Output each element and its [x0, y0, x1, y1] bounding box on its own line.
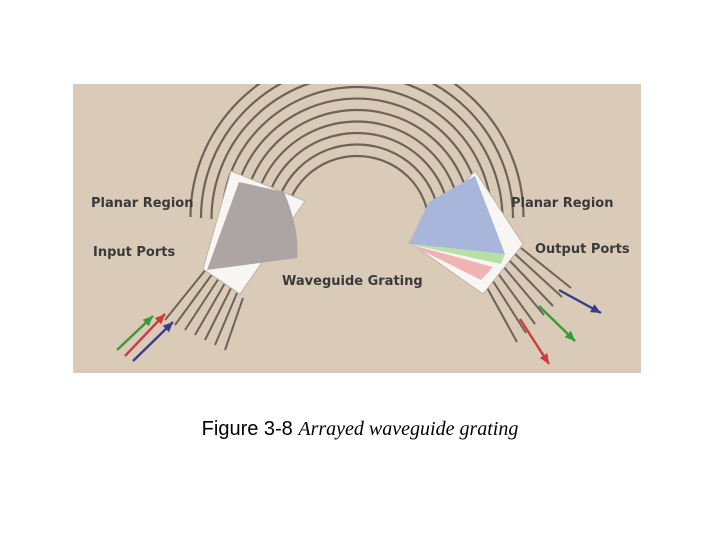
label-planar-region-right: Planar Region: [511, 196, 614, 211]
waveguide-arc: [231, 97, 483, 222]
input-arrows: [116, 313, 174, 362]
figure-caption: Figure 3-8 Arrayed waveguide grating: [0, 418, 720, 441]
input-port-line: [204, 287, 232, 341]
input-port-lines: [164, 267, 244, 351]
label-waveguide-grating: Waveguide Grating: [282, 274, 423, 289]
input-port-line: [194, 282, 226, 336]
left-slab-fan: [207, 182, 298, 270]
waveguide-array: [189, 84, 525, 227]
label-output-ports: Output Ports: [535, 242, 630, 257]
waveguide-arc: [273, 143, 441, 226]
waveguide-arc: [220, 85, 494, 221]
waveguide-arc: [262, 131, 452, 225]
right-planar-region: [408, 170, 524, 295]
waveguide-arc: [199, 84, 515, 219]
left-planar-region: [202, 170, 306, 295]
right-slab-red-beam: [409, 244, 493, 280]
output-port-line: [514, 253, 563, 298]
awg-diagram: Planar Region Input Ports Waveguide Grat…: [73, 84, 641, 373]
diagram-background: [73, 84, 641, 373]
output-port-line: [490, 277, 527, 334]
green-output-arrow-head: [564, 330, 575, 341]
blue-input-arrow-head: [162, 322, 173, 333]
input-port-line: [164, 267, 208, 321]
right-slab-fan: [409, 176, 505, 254]
output-port-line: [484, 283, 518, 343]
waveguide-arc: [241, 108, 473, 223]
red-output-arrow-head: [539, 353, 549, 364]
output-port-line: [496, 271, 536, 325]
waveguide-arc: [189, 84, 525, 218]
input-port-line: [174, 272, 214, 326]
right-slab-green-beam: [409, 244, 505, 264]
green-input-arrow-head: [142, 316, 153, 327]
waveguide-arc: [252, 120, 462, 224]
label-input-ports: Input Ports: [93, 245, 175, 260]
output-arrows: [518, 288, 602, 365]
output-port-line: [508, 259, 554, 307]
input-port-line: [184, 277, 220, 331]
caption-number: Figure 3-8: [201, 418, 293, 440]
output-port-line: [502, 265, 545, 316]
awg-svg: Planar Region Input Ports Waveguide Grat…: [73, 84, 641, 373]
output-port-lines: [484, 247, 572, 343]
label-planar-region-left: Planar Region: [91, 196, 194, 211]
blue-output-arrow-head: [590, 304, 601, 313]
output-port-line: [520, 247, 572, 289]
input-port-line: [214, 292, 238, 346]
waveguide-arc: [283, 154, 431, 227]
input-port-line: [224, 297, 244, 351]
red-input-arrow-head: [154, 314, 165, 325]
caption-text: Arrayed waveguide grating: [298, 418, 519, 440]
waveguide-arc: [210, 84, 504, 220]
